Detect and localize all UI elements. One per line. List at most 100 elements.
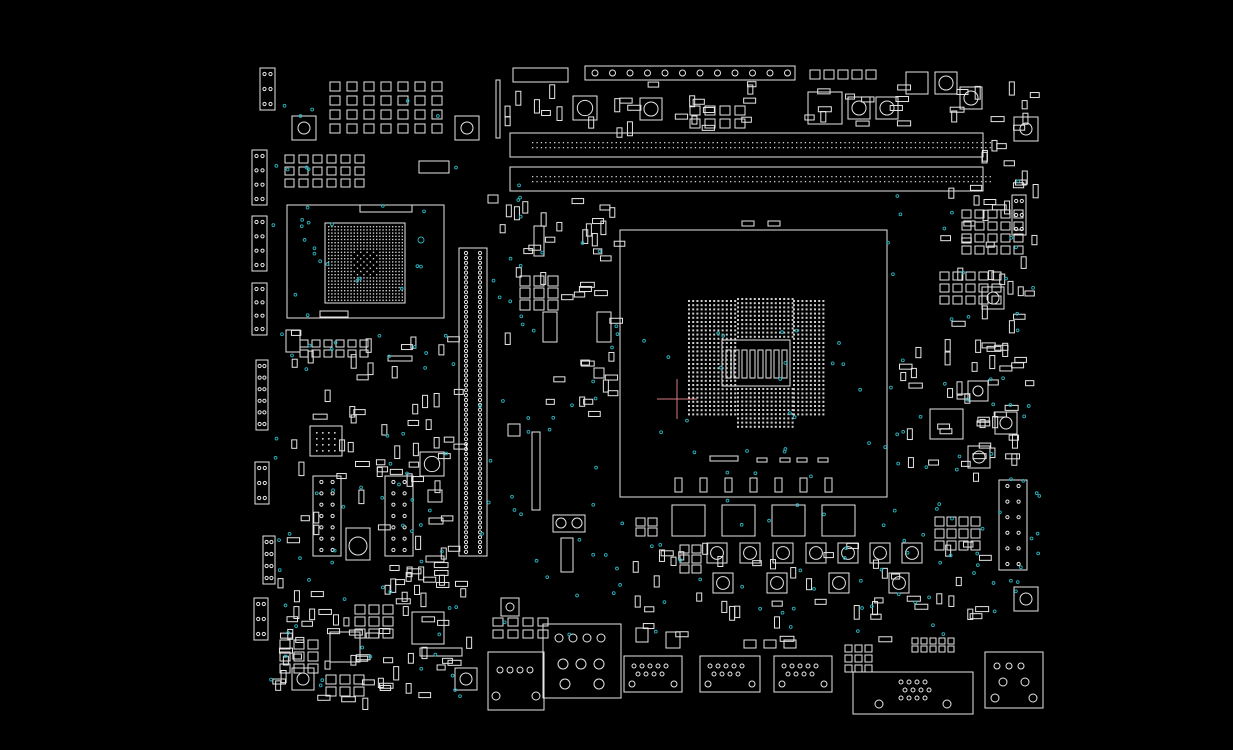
chip-square <box>905 71 929 95</box>
pad <box>766 421 769 424</box>
pad <box>713 346 716 349</box>
pad <box>734 346 737 349</box>
pad <box>745 314 748 317</box>
pin <box>463 510 469 515</box>
pad <box>347 277 349 279</box>
pad <box>787 323 790 326</box>
pad <box>392 258 394 260</box>
pad <box>783 298 786 300</box>
pad <box>783 302 786 305</box>
smd-component <box>549 84 556 99</box>
pad <box>725 329 728 332</box>
smd-component <box>363 123 375 134</box>
pad <box>337 261 339 263</box>
pad <box>344 296 346 298</box>
pad <box>392 232 394 234</box>
pad <box>704 367 707 370</box>
pad <box>382 296 384 298</box>
pad <box>725 308 728 311</box>
pad <box>340 296 343 298</box>
pad <box>401 264 403 266</box>
pad <box>709 337 711 340</box>
pad <box>875 181 877 183</box>
pad <box>337 254 339 257</box>
smd-component <box>588 410 601 417</box>
pad <box>762 323 765 326</box>
via <box>812 587 816 591</box>
pad <box>655 181 657 183</box>
smd-component <box>889 104 903 111</box>
pad <box>888 142 890 144</box>
pin <box>477 270 483 275</box>
pad <box>401 248 403 250</box>
pad <box>774 142 776 144</box>
pad <box>372 248 375 250</box>
smd-component <box>453 388 464 395</box>
pad <box>385 267 387 269</box>
pad <box>347 258 349 260</box>
pin <box>256 616 261 622</box>
smd-component <box>734 605 741 619</box>
smd-component <box>318 608 332 615</box>
smd-component <box>325 686 337 697</box>
pin <box>254 300 259 305</box>
pad <box>721 142 723 144</box>
pad <box>809 354 812 357</box>
port-pin <box>793 671 799 677</box>
pin <box>463 500 469 505</box>
pad <box>734 316 737 319</box>
via <box>443 333 448 338</box>
pad <box>382 242 384 244</box>
pad <box>747 181 749 183</box>
pad <box>696 379 699 382</box>
pad <box>584 147 587 149</box>
via <box>360 645 365 650</box>
pad <box>766 417 769 420</box>
pad <box>779 335 781 338</box>
smd-component <box>391 366 398 379</box>
via <box>942 226 947 231</box>
pad <box>700 409 703 412</box>
pin <box>1014 212 1019 218</box>
pad <box>758 331 760 334</box>
pad <box>897 181 899 183</box>
rear-io-port <box>487 651 545 711</box>
cpu-socket-outline <box>619 229 888 498</box>
pad <box>692 392 695 395</box>
smd-component <box>719 105 731 116</box>
pad <box>805 367 808 370</box>
via <box>318 259 322 264</box>
pad <box>593 142 595 144</box>
pad <box>741 413 744 416</box>
pin <box>1016 561 1021 567</box>
pad <box>783 323 786 326</box>
pin <box>330 525 335 530</box>
pin <box>257 375 262 380</box>
port-pin <box>496 666 504 674</box>
pad <box>774 417 777 420</box>
pad <box>897 142 899 144</box>
choke-core <box>905 546 919 560</box>
via <box>913 600 918 605</box>
pad <box>401 261 403 263</box>
pad <box>793 346 795 349</box>
pad <box>398 238 400 241</box>
pad <box>783 314 786 317</box>
pad <box>822 375 825 378</box>
pad <box>372 264 375 266</box>
pad <box>791 409 794 411</box>
via <box>794 328 799 333</box>
pin <box>463 520 469 525</box>
pin <box>626 69 634 77</box>
pad <box>700 358 703 361</box>
smd-component <box>379 682 394 689</box>
pad <box>801 321 804 323</box>
pad <box>809 367 812 370</box>
pin <box>477 535 483 540</box>
pad <box>749 404 752 407</box>
pad <box>369 283 371 285</box>
pad <box>353 248 355 250</box>
pad <box>633 176 635 178</box>
pad <box>831 176 833 178</box>
